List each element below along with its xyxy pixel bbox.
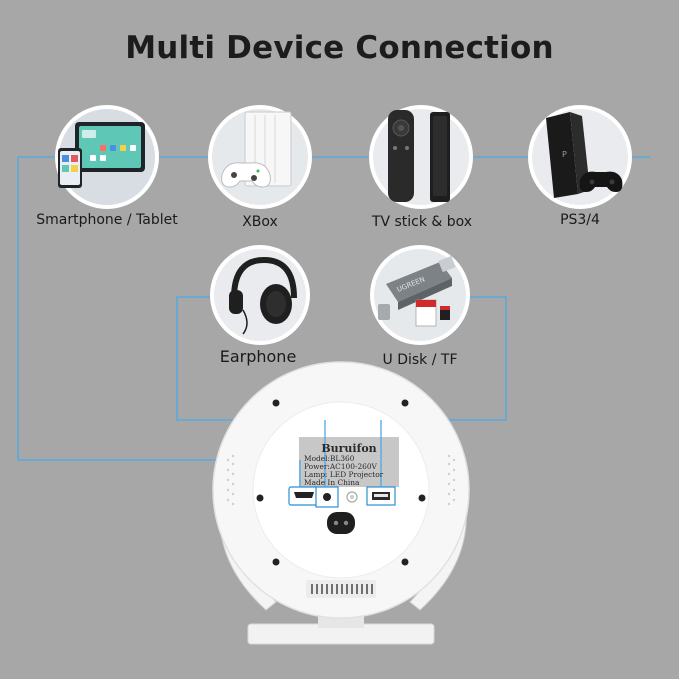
device-circle-ps4: P bbox=[528, 105, 632, 209]
device-circle-tv-stick bbox=[369, 105, 473, 209]
spec-power: Power:AC100-260V bbox=[304, 462, 377, 471]
card-reader-icon: UGREEN bbox=[378, 255, 456, 327]
spec-origin: Made In China bbox=[304, 478, 360, 487]
page-title: Multi Device Connection bbox=[125, 30, 554, 66]
device-label-earphone: Earphone bbox=[219, 347, 297, 366]
device-circle-tablet bbox=[55, 105, 159, 209]
svg-text:P: P bbox=[562, 150, 567, 159]
projector-nameplate: Buruifon Model:BL360 Power:AC100-260V La… bbox=[301, 439, 397, 487]
tablet-phone-icon bbox=[58, 122, 145, 188]
device-circle-xbox bbox=[208, 105, 312, 209]
projector-brand: Buruifon bbox=[321, 442, 377, 455]
projector bbox=[212, 361, 470, 645]
spec-model: Model:BL360 bbox=[304, 454, 355, 463]
headphones-icon bbox=[229, 256, 297, 335]
device-label-tv-stick: TV stick & box bbox=[371, 214, 473, 230]
xbox-console-icon bbox=[221, 111, 292, 188]
power-socket-icon bbox=[327, 512, 355, 534]
tv-stick-remote-icon bbox=[388, 110, 450, 202]
ps4-console-icon: P bbox=[546, 112, 623, 198]
device-label-smartphone: Smartphone / Tablet bbox=[36, 212, 178, 228]
device-circle-card-reader: UGREEN bbox=[370, 245, 470, 345]
device-label-xbox: XBox bbox=[242, 214, 278, 230]
device-label-udisk: U Disk / TF bbox=[382, 352, 458, 368]
hdmi-port-icon bbox=[294, 492, 314, 498]
spec-lamp: Lamp: LED Projector bbox=[304, 470, 384, 479]
audio-jack-icon bbox=[323, 493, 331, 501]
device-circle-earphone bbox=[210, 245, 310, 345]
device-label-ps: PS3/4 bbox=[560, 212, 600, 228]
